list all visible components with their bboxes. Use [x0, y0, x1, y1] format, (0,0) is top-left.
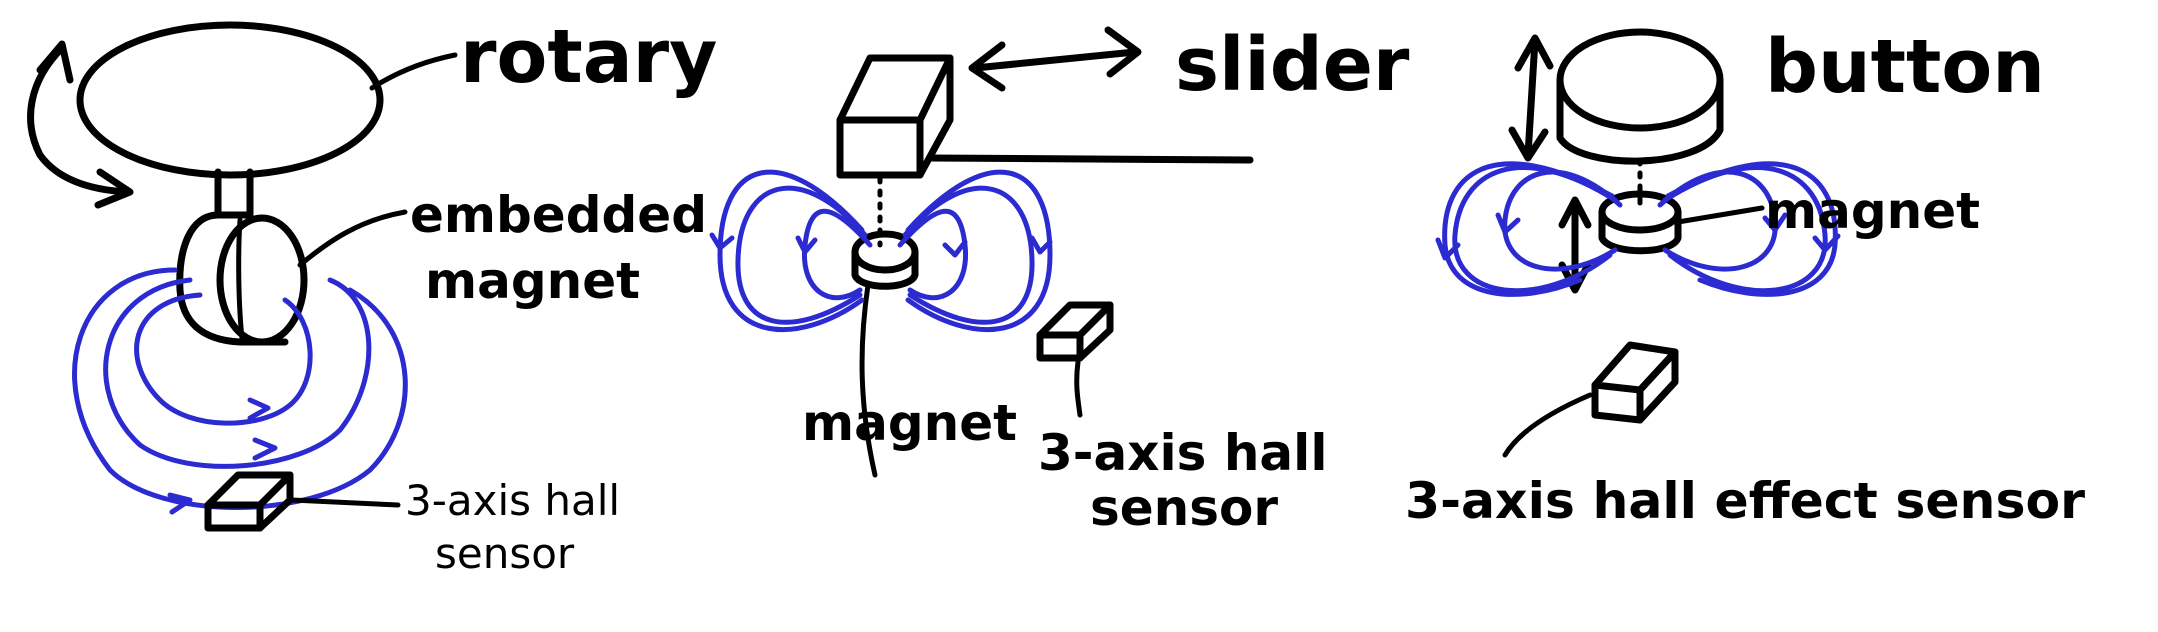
slider-rail: [926, 154, 1254, 164]
embedded-magnet-label-line1: embedded: [410, 186, 707, 244]
rotary-title: rotary: [460, 14, 717, 100]
rotary-sensor-label-line2: sensor: [435, 529, 575, 578]
slider-hall-sensor: [1036, 301, 1114, 362]
embedded-magnet-leader: [297, 209, 408, 268]
rotary-shaft: [214, 168, 254, 219]
rotary-hall-sensor: [204, 471, 294, 532]
slider-panel: slider magnet 3-axis hall sensor: [709, 22, 1410, 537]
slider-magnet: [851, 230, 919, 290]
rotary-sensor-leader: [289, 497, 401, 508]
rotary-embedded-magnet: [176, 211, 308, 346]
slider-sensor-leader: [1074, 359, 1083, 418]
button-title: button: [1765, 24, 2045, 110]
button-hall-sensor: [1591, 341, 1679, 424]
slider-magnet-label: magnet: [802, 394, 1017, 452]
rotation-arrow-icon: [27, 40, 134, 209]
rotary-knob-leader: [369, 52, 458, 91]
rotary-sensor-label-line1: 3-axis hall: [405, 476, 620, 525]
rotary-knob: [76, 21, 384, 179]
press-direction-arrow-icon: [1508, 34, 1554, 162]
button-magnet: [1598, 190, 1682, 255]
embedded-magnet-label-line2: magnet: [425, 252, 640, 310]
rotary-panel: rotary embedded magnet 3-axis hall senso…: [27, 14, 717, 578]
button-panel: button magnet 3-axis hall effect sensor: [1405, 24, 2085, 530]
slider-title: slider: [1175, 22, 1410, 108]
button-magnet-label: magnet: [1765, 182, 1980, 240]
button-cap: [1556, 28, 1724, 165]
slider-field-lines: [709, 169, 1053, 332]
slider-sensor-label-line2: sensor: [1090, 479, 1278, 537]
button-field-lines: [1435, 161, 1841, 297]
slider-magnet-leader: [859, 282, 878, 478]
button-sensor-label: 3-axis hall effect sensor: [1405, 472, 2085, 530]
button-sensor-leader: [1502, 392, 1593, 458]
slide-direction-arrow-icon: [968, 26, 1142, 92]
button-magnet-leader: [1675, 205, 1765, 225]
slider-sensor-label-line1: 3-axis hall: [1038, 424, 1327, 482]
